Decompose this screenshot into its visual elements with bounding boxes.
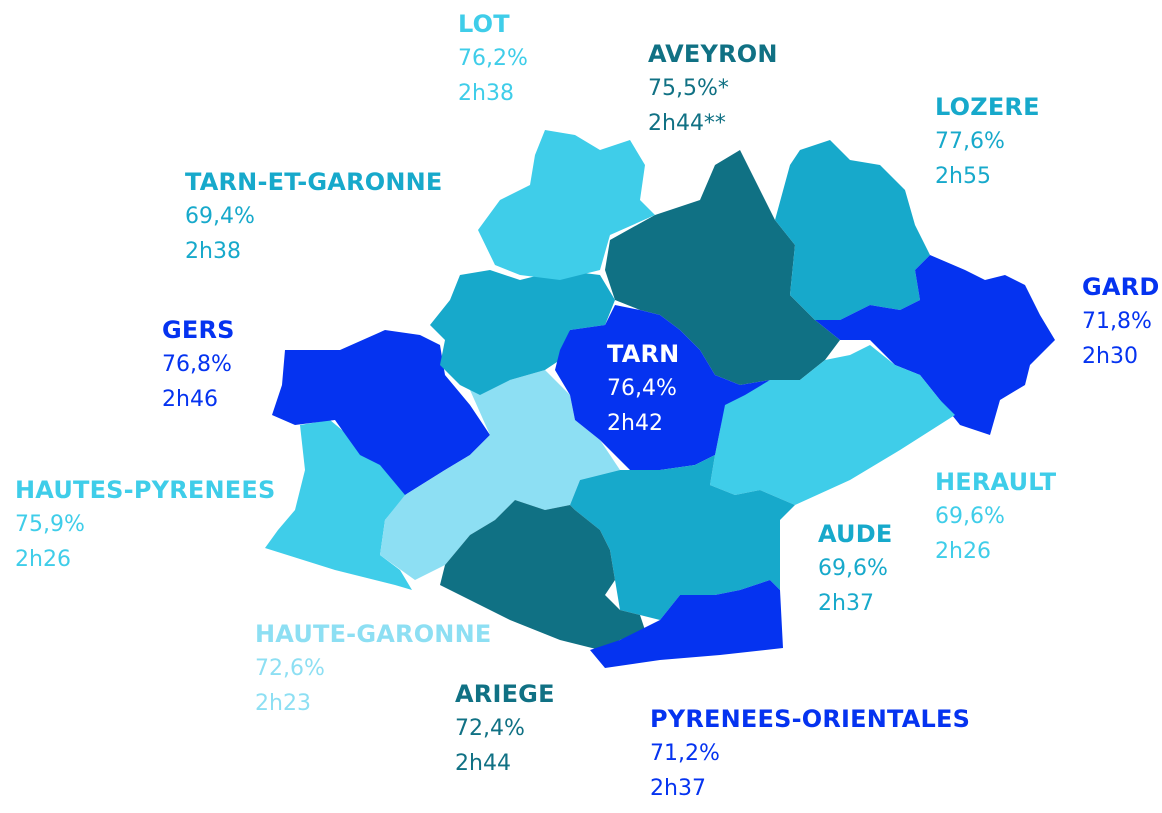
label-gers: GERS 76,8% 2h46 (162, 318, 235, 424)
dept-time: 2h46 (162, 387, 218, 412)
dept-percent: 71,8% (1082, 309, 1152, 334)
label-tarn: TARN 76,4% 2h42 (607, 342, 679, 448)
map-gers[interactable] (272, 330, 490, 495)
dept-percent: 76,8% (162, 352, 232, 377)
dept-name: AUDE (818, 520, 893, 548)
dept-name: ARIEGE (455, 680, 555, 708)
dept-percent: 75,5%* (648, 76, 729, 101)
map-ariege[interactable] (440, 500, 645, 650)
dept-time: 2h44 (455, 751, 511, 776)
label-lot: LOT 76,2% 2h38 (458, 12, 528, 118)
map-tarn[interactable] (555, 305, 770, 470)
dept-time: 2h37 (650, 776, 706, 801)
dept-time: 2h55 (935, 164, 991, 189)
dept-name: HERAULT (935, 468, 1057, 496)
label-haute-garonne: HAUTE-GARONNE 72,6% 2h23 (255, 622, 491, 728)
region-map (265, 130, 1055, 668)
label-tarn-et-garonne: TARN-ET-GARONNE 69,4% 2h38 (185, 170, 443, 276)
map-gard[interactable] (815, 255, 1055, 435)
map-aveyron[interactable] (605, 150, 840, 385)
dept-name: GERS (162, 316, 235, 344)
label-gard: GARD 71,8% 2h30 (1082, 275, 1159, 381)
map-lot[interactable] (478, 130, 655, 280)
dept-time: 2h23 (255, 691, 311, 716)
dept-percent: 69,4% (185, 204, 255, 229)
dept-percent: 71,2% (650, 741, 720, 766)
map-haute-garonne[interactable] (380, 370, 620, 580)
dept-name: LOT (458, 10, 510, 38)
dept-percent: 69,6% (818, 556, 888, 581)
dept-time: 2h38 (458, 81, 514, 106)
dept-name: GARD (1082, 273, 1160, 301)
map-aude[interactable] (570, 455, 795, 620)
dept-percent: 76,2% (458, 46, 528, 71)
dept-name: TARN (607, 340, 680, 368)
label-ariege: ARIEGE 72,4% 2h44 (455, 682, 555, 788)
label-herault: HERAULT 69,6% 2h26 (935, 470, 1056, 576)
dept-percent: 75,9% (15, 512, 85, 537)
label-hautes-pyrenees: HAUTES-PYRENEES 75,9% 2h26 (15, 478, 275, 584)
dept-time: 2h26 (15, 547, 71, 572)
map-pyrenees-orientales[interactable] (590, 580, 783, 668)
dept-name: PYRENEES-ORIENTALES (650, 705, 971, 733)
map-tarn-et-garonne[interactable] (430, 270, 615, 395)
dept-percent: 69,6% (935, 504, 1005, 529)
dept-name: AVEYRON (648, 40, 778, 68)
dept-time: 2h38 (185, 239, 241, 264)
label-aude: AUDE 69,6% 2h37 (818, 522, 892, 628)
map-lozere[interactable] (775, 140, 930, 320)
dept-percent: 76,4% (607, 376, 677, 401)
dept-percent: 72,6% (255, 656, 325, 681)
label-pyrenees-orientales: PYRENEES-ORIENTALES 71,2% 2h37 (650, 707, 970, 813)
label-aveyron: AVEYRON 75,5%* 2h44** (648, 42, 778, 148)
map-herault[interactable] (710, 345, 955, 505)
dept-time: 2h26 (935, 539, 991, 564)
dept-name: LOZERE (935, 93, 1040, 121)
dept-time: 2h42 (607, 411, 663, 436)
label-lozere: LOZERE 77,6% 2h55 (935, 95, 1040, 201)
dept-percent: 77,6% (935, 129, 1005, 154)
dept-time: 2h44** (648, 111, 726, 136)
dept-percent: 72,4% (455, 716, 525, 741)
dept-time: 2h37 (818, 591, 874, 616)
dept-name: HAUTES-PYRENEES (15, 476, 276, 504)
dept-name: TARN-ET-GARONNE (185, 168, 443, 196)
dept-time: 2h30 (1082, 344, 1138, 369)
dept-name: HAUTE-GARONNE (255, 620, 492, 648)
